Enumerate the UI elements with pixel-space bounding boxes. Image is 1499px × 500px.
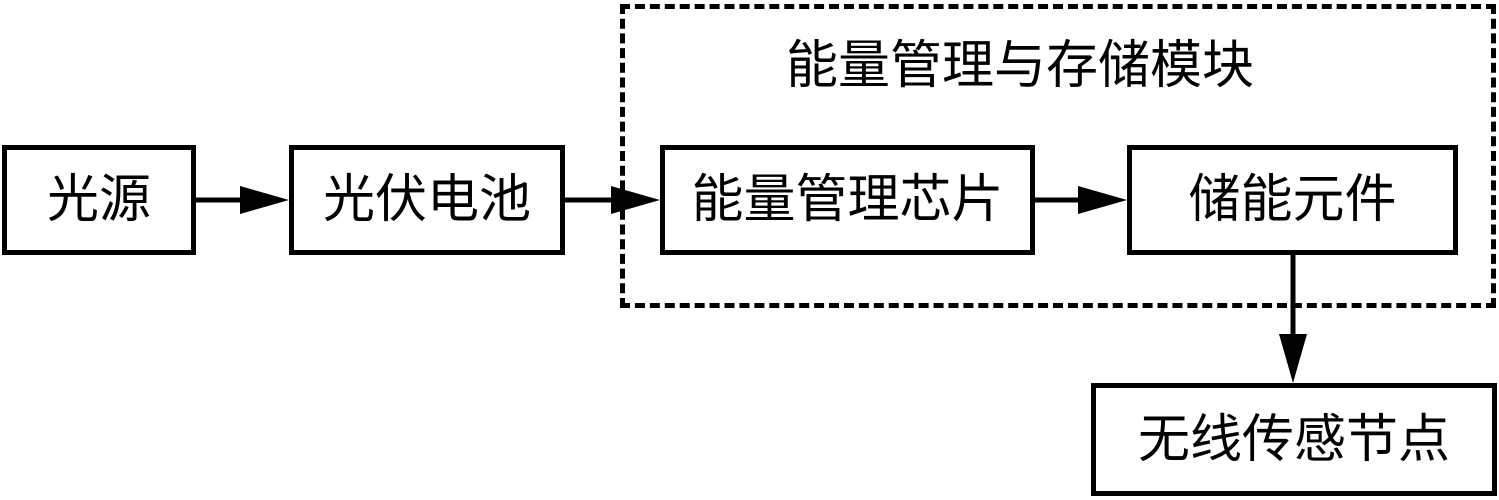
arrow-storage-to-wireless xyxy=(1279,255,1307,383)
energy-management-chip-label: 能量管理芯片 xyxy=(691,170,1004,230)
energy-storage-element-box: 储能元件 xyxy=(1127,145,1458,255)
arrow-light-to-pv xyxy=(196,186,289,214)
arrow-pv-to-chip xyxy=(565,186,660,214)
module-dashed-frame xyxy=(620,4,1496,308)
energy-storage-element-label: 储能元件 xyxy=(1188,170,1397,230)
light-source-label: 光源 xyxy=(46,170,151,230)
pv-cell-box: 光伏电池 xyxy=(289,145,565,255)
wireless-sensor-node-box: 无线传感节点 xyxy=(1091,383,1497,496)
light-source-box: 光源 xyxy=(2,145,196,255)
energy-management-chip-box: 能量管理芯片 xyxy=(660,145,1035,255)
module-title: 能量管理与存储模块 xyxy=(785,36,1254,96)
pv-cell-label: 光伏电池 xyxy=(322,170,531,230)
wireless-sensor-node-label: 无线传感节点 xyxy=(1137,409,1450,470)
arrow-chip-to-storage xyxy=(1035,186,1127,214)
